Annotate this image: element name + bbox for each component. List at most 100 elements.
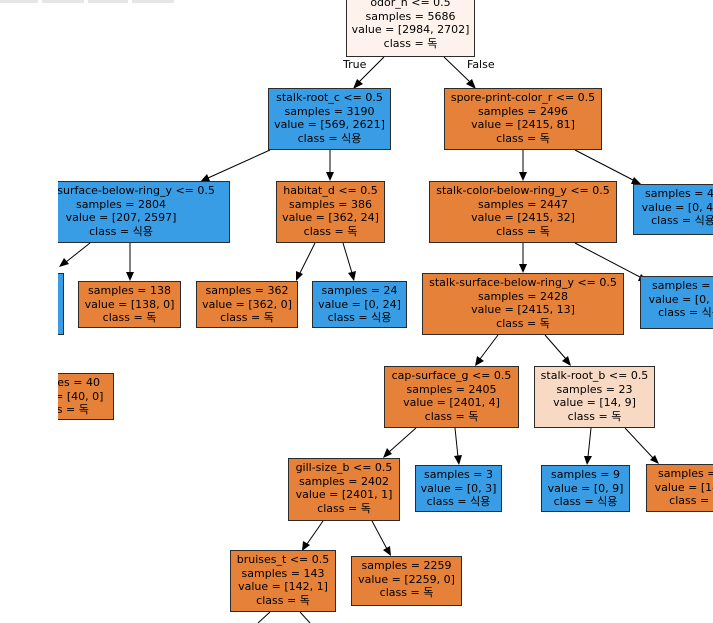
node-line: cap-surface_g <= 0.5 xyxy=(391,369,512,382)
node-line: value = [0, 24] xyxy=(318,297,401,311)
node-line: value = [2415, 32] xyxy=(471,211,575,224)
node-line: samples = 3 xyxy=(424,468,493,481)
node-line: class = 독 xyxy=(424,409,479,423)
node-line: bruises_t <= 0.5 xyxy=(236,553,330,566)
node-line: class = 독 xyxy=(496,131,550,145)
node-line: class = 독 xyxy=(383,36,438,50)
node-line: samples = 138 xyxy=(88,284,171,297)
edge-n14-n17 xyxy=(454,427,462,465)
node-line: odor_n <= 0.5 xyxy=(370,0,451,9)
node-line: class = 독 xyxy=(379,586,434,599)
node-line: samples = 143 xyxy=(241,566,325,580)
node-line: samples = 9 xyxy=(551,468,620,481)
edge-n1-n4 xyxy=(326,150,334,181)
node-line: value = [362, 0] xyxy=(202,297,292,311)
node-line: stalk-surface-below-ring_y <= 0.5 xyxy=(27,184,215,197)
node-line: samples = 2428 xyxy=(478,289,568,303)
node-line: samples = 49 xyxy=(645,187,713,200)
node-line: samples = 386 xyxy=(289,197,372,211)
edge-root-n2 xyxy=(443,56,476,89)
node-line: value = [362, 24] xyxy=(282,211,379,224)
edge-n11-n15 xyxy=(544,334,571,366)
node-line: value = [2401, 4] xyxy=(403,396,500,409)
node-line: class = 식용 xyxy=(89,224,153,238)
node-line: samples = 23 xyxy=(556,382,633,396)
node-line: samples = 362 xyxy=(205,284,289,297)
node-line: value = [14, 0] xyxy=(654,480,713,494)
node-line: class = 독 xyxy=(496,224,550,238)
node-line: samples = 2405 xyxy=(406,382,497,396)
edge-n16-n20 xyxy=(302,520,324,551)
edge-n15-n18 xyxy=(584,427,592,465)
edge-n11-n14 xyxy=(475,334,499,366)
node-line: class = 독 xyxy=(567,409,622,423)
edge-n1-n3 xyxy=(200,149,271,182)
node-line: value = [2415, 81] xyxy=(471,118,575,131)
node-line: samples = 19 xyxy=(652,279,713,292)
node-line: value = [2401, 1] xyxy=(295,488,393,501)
node-line: value = [2984, 2702] xyxy=(351,23,470,36)
node-line: samples = 2804 xyxy=(76,197,166,211)
node-line: samples = 2496 xyxy=(478,104,568,118)
node-line: samples = 24 xyxy=(321,284,398,297)
viewport-left-mask xyxy=(0,0,58,623)
node-line: class = 독 xyxy=(303,224,358,238)
node-line: class = 독 xyxy=(317,501,371,515)
edge-n3-n7 xyxy=(59,242,91,267)
edge-n15-n19 xyxy=(624,427,659,464)
node-line: habitat_d <= 0.5 xyxy=(283,184,378,197)
edge-n20-down-right xyxy=(299,611,311,623)
node-line: stalk-surface-below-ring_y <= 0.5 xyxy=(429,276,617,289)
node-line: gill-size_b <= 0.5 xyxy=(295,461,393,474)
edge-n4-n9 xyxy=(296,242,316,281)
edge-n20-down-left xyxy=(257,611,271,623)
node-line: samples = 2402 xyxy=(299,474,389,488)
node-line: class = 식용 xyxy=(327,311,392,324)
node-line: class = 독 xyxy=(496,316,550,330)
node-line: value = [142, 1] xyxy=(238,580,328,593)
node-line: class = 식용 xyxy=(658,306,713,319)
node-line: class = 식용 xyxy=(651,214,713,227)
node-line: class = 식용 xyxy=(426,495,491,508)
node-line: class = 독 xyxy=(220,311,274,324)
node-line: value = [0, 9] xyxy=(547,481,624,495)
node-line: stalk-root_c <= 0.5 xyxy=(276,91,383,104)
node-line: class = 식용 xyxy=(553,495,618,508)
edge-n16-n21 xyxy=(371,520,391,556)
edge-n2-n5 xyxy=(519,150,527,181)
node-line: value = [138, 0] xyxy=(84,297,175,311)
node-line: samples = 2447 xyxy=(478,197,568,211)
tree-node-n6: samples = 49value = [0, 49]class = 식용 xyxy=(633,184,713,235)
true-edge-label: True xyxy=(343,58,367,71)
node-line: value = [0, 19] xyxy=(648,292,713,306)
node-line: value = [14, 9] xyxy=(553,396,636,409)
edge-root-n1 xyxy=(353,56,385,89)
node-line: stalk-root_b <= 0.5 xyxy=(540,369,649,382)
node-line: samples = 5686 xyxy=(365,9,456,23)
edge-n5-n11 xyxy=(519,243,527,273)
node-line: stalk-color-below-ring_y <= 0.5 xyxy=(436,184,610,197)
edge-n4-n10 xyxy=(342,242,356,281)
node-line: value = [569, 2621] xyxy=(274,118,385,131)
node-line: value = [2415, 13] xyxy=(471,303,575,316)
false-edge-label: False xyxy=(467,58,495,71)
node-line: class = 독 xyxy=(102,311,157,324)
node-line: value = [0, 3] xyxy=(420,481,497,495)
